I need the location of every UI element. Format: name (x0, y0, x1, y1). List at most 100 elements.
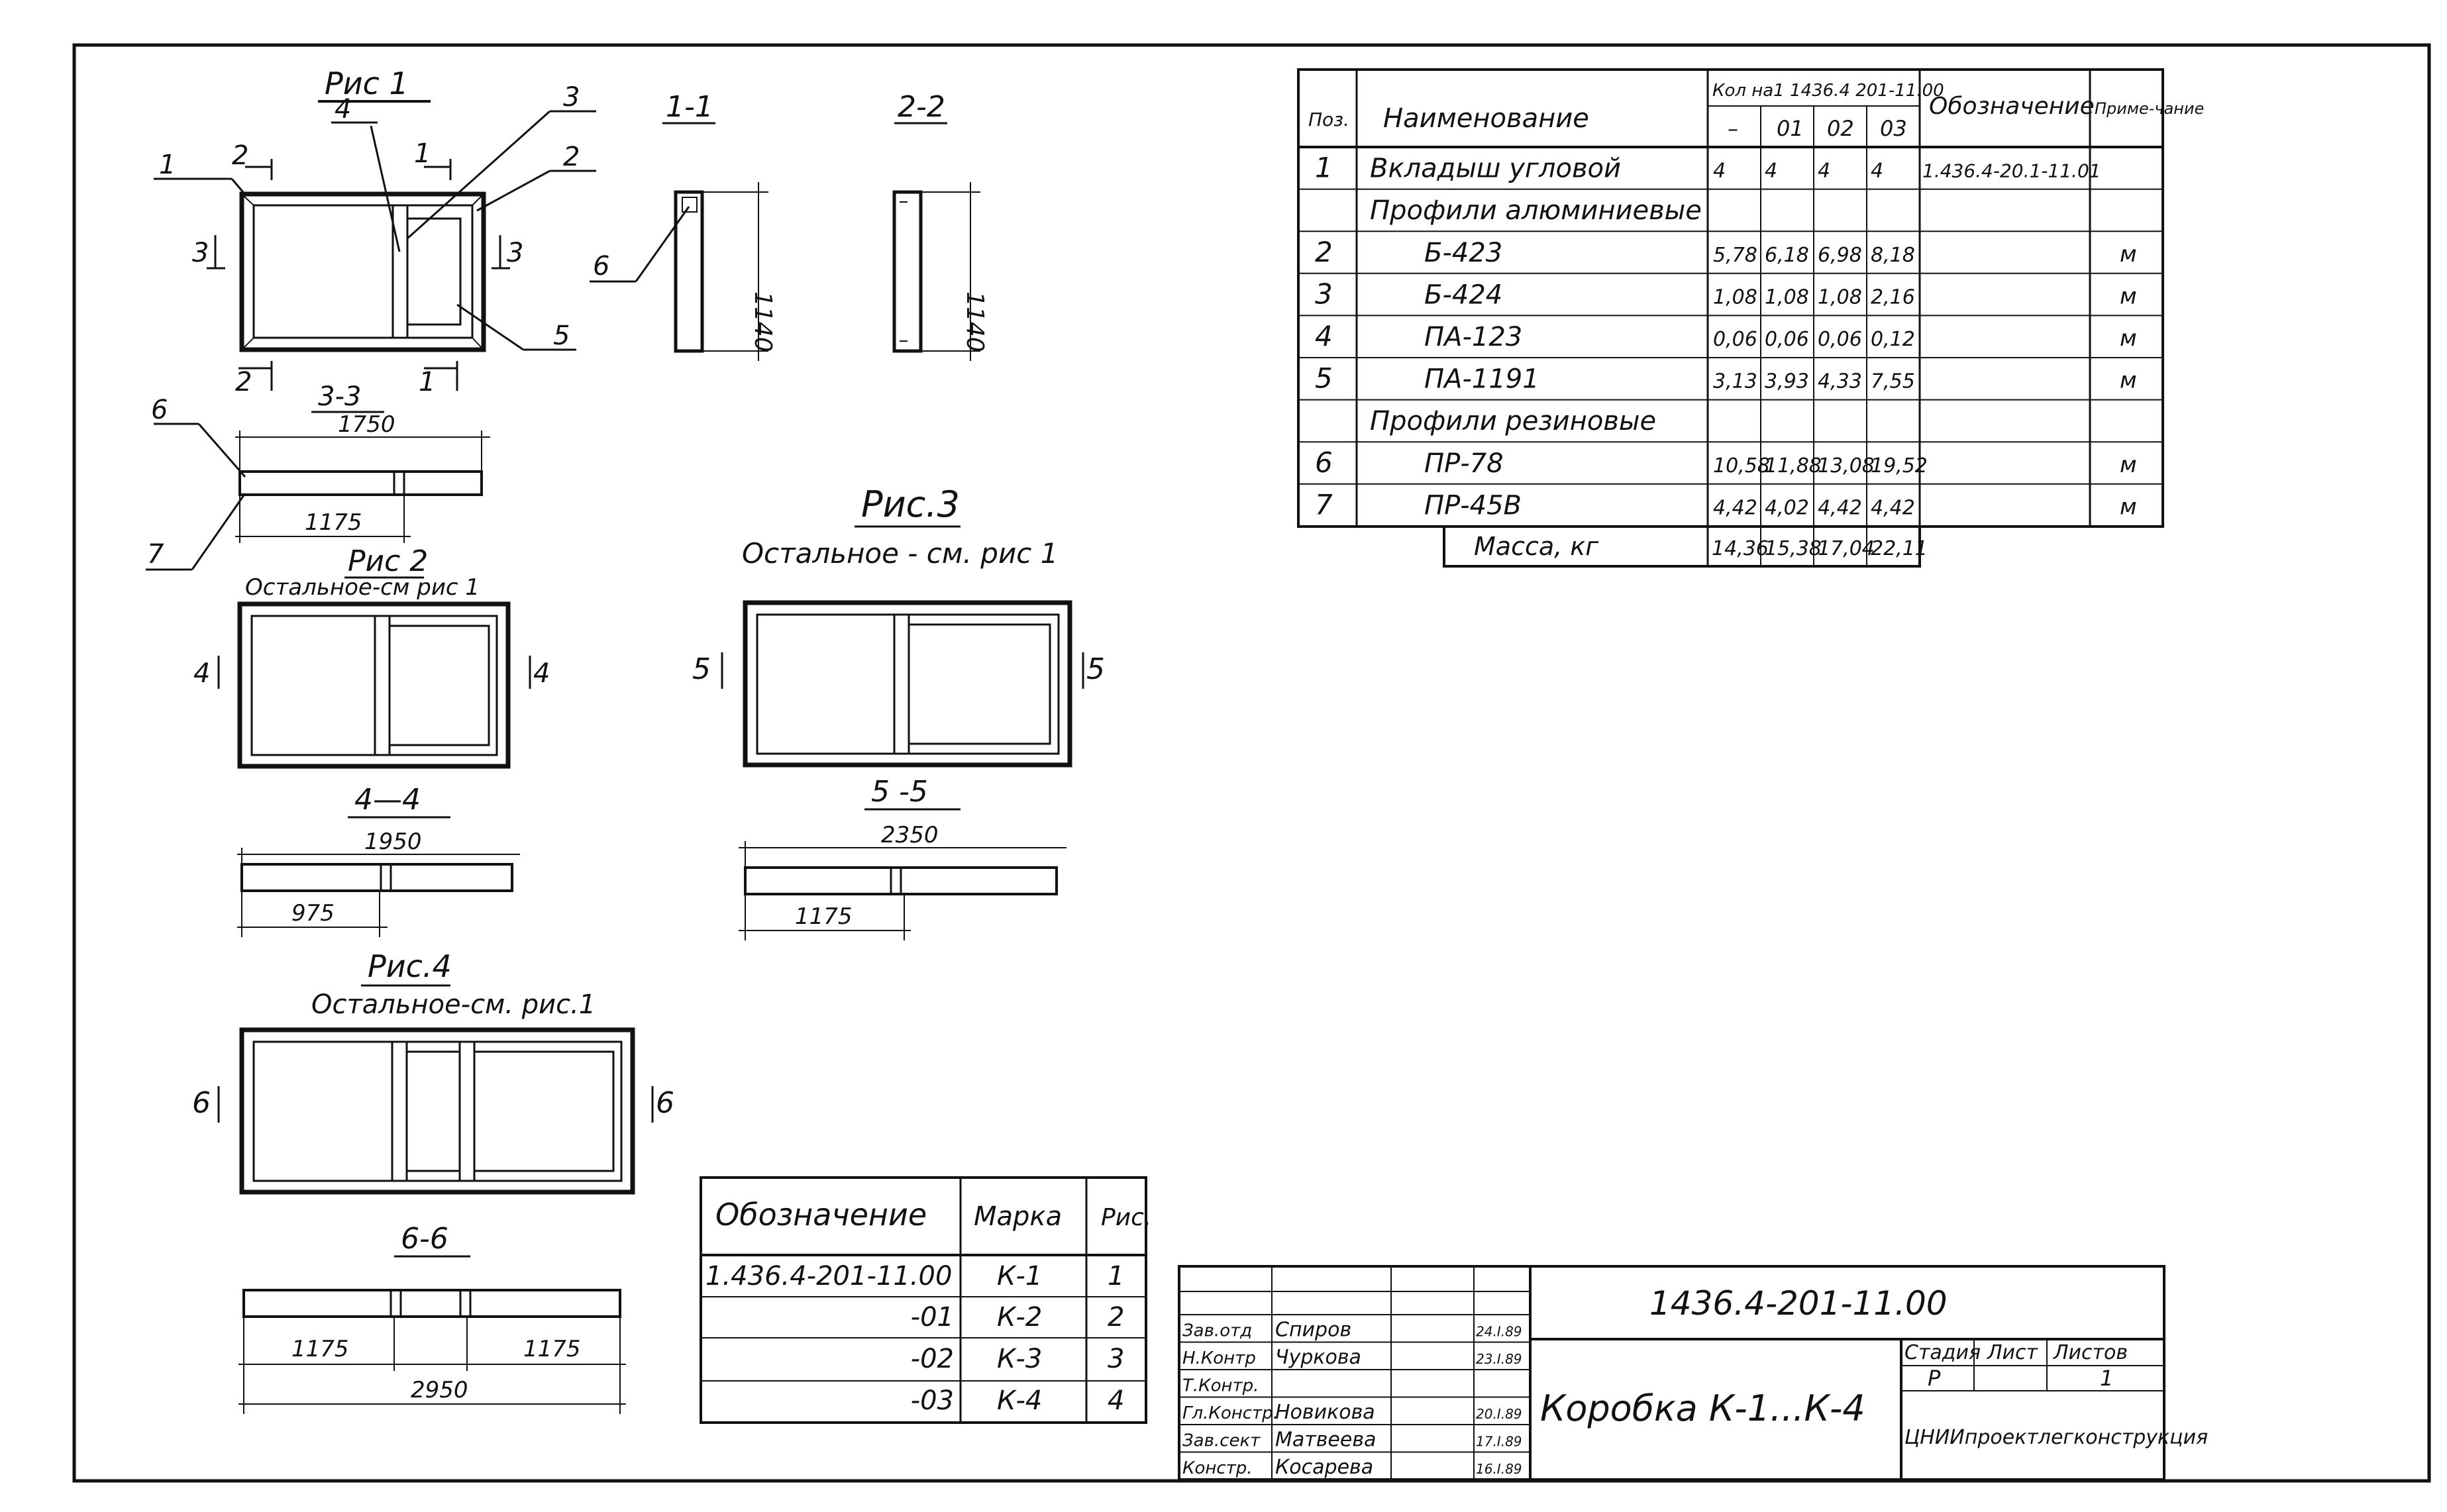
fig3-title: Рис.3 (861, 483, 960, 525)
sec11-dim: 1140 (749, 291, 776, 352)
signer-date: 23.I.89 (1476, 1351, 1522, 1367)
fig1-cut-2-bottom: 2 (235, 367, 252, 397)
signer-name: Спиров (1275, 1319, 1351, 1342)
variants-row-3-mark: К-4 (997, 1386, 1042, 1416)
fig1-cut-3-right: 3 (507, 238, 523, 268)
spec-qty: 2,16 (1871, 285, 1915, 309)
sec33-callout-6: 6 (151, 395, 168, 425)
signer-date: 20.I.89 (1476, 1406, 1522, 1422)
spec-designation: 1.436.4-20.1-11.01 (1922, 160, 2101, 182)
signer-date: 16.I.89 (1476, 1461, 1522, 1477)
fig1-drawing: Рис 1 1 4 3 2 5 2 1 3 3 2 1 (154, 66, 596, 397)
sec11-title: 1-1 (666, 90, 713, 124)
spec-name: ПР-78 (1424, 448, 1504, 479)
spec-mass-1: 15,38 (1765, 537, 1822, 560)
fig2-cut-right: 4 (533, 658, 550, 689)
fig1-callout-4: 4 (335, 94, 351, 125)
spec-header-qty: Кол на1 1436.4 201-11.00 (1712, 81, 1944, 101)
spec-name: ПА-123 (1424, 322, 1522, 352)
section-6-6: 6-6 1175 1175 2950 (238, 1222, 626, 1414)
signer-date: 17.I.89 (1476, 1434, 1522, 1450)
spec-pos: 3 (1315, 277, 1333, 310)
fig2-cut-left: 4 (193, 658, 210, 689)
spec-qty: 0,06 (1818, 328, 1862, 351)
signer-role: Т.Контр. (1182, 1376, 1259, 1396)
spec-mass-3: 22,11 (1871, 537, 1928, 560)
sec55-dim-total: 2350 (881, 822, 939, 848)
spec-qty: 10,58 (1713, 454, 1770, 478)
spec-header-pos: Поз. (1308, 109, 1349, 130)
spec-name: ПА-1191 (1424, 364, 1539, 395)
spec-qty: 0,12 (1871, 328, 1915, 351)
spec-qty: 3,93 (1765, 370, 1809, 393)
fig2-note: Остальное-см рис 1 (245, 574, 480, 601)
sec22-title: 2-2 (898, 90, 945, 124)
sec33-dim-total: 1750 (338, 411, 395, 438)
title-stage: Р (1928, 1366, 1941, 1391)
fig3-drawing: Рис.3 Остальное - см. рис 1 5 5 (692, 483, 1105, 768)
variants-header-fig: Рис. (1101, 1204, 1151, 1231)
variants-row-0-fig: 1 (1108, 1261, 1124, 1291)
spec-qty: 4 (1818, 160, 1830, 183)
variants-row-3-desig: -03 (911, 1386, 954, 1416)
variants-row-2-desig: -02 (911, 1344, 954, 1374)
sec33-callout-7: 7 (147, 539, 164, 570)
spec-header-qty-1: 01 (1777, 116, 1804, 141)
fig1-callout-5: 5 (553, 321, 570, 351)
spec-qty: 5,78 (1713, 244, 1757, 267)
variants-header-desig: Обозначение (715, 1197, 927, 1233)
spec-qty: 4,42 (1818, 496, 1862, 519)
title-code: 1436.4-201-11.00 (1649, 1284, 1948, 1323)
spec-mass-2: 17,04 (1818, 537, 1875, 560)
spec-qty: 0,06 (1765, 328, 1809, 351)
sec55-title: 5 -5 (871, 775, 928, 809)
fig3-cut-right: 5 (1086, 652, 1105, 686)
spec-note: м (2120, 452, 2137, 478)
sec44-dim-part: 975 (291, 900, 335, 927)
spec-qty: 7,55 (1871, 370, 1915, 393)
section-1-1: 1-1 1140 6 (590, 90, 776, 361)
signer-name: Матвеева (1275, 1429, 1376, 1452)
spec-qty: 19,52 (1871, 454, 1928, 478)
spec-pos: 5 (1315, 362, 1333, 395)
fig2-title: Рис 2 (348, 544, 428, 578)
spec-pos: 4 (1315, 320, 1333, 352)
spec-pos: 2 (1315, 236, 1333, 268)
spec-qty: 1,08 (1818, 285, 1862, 309)
variants-row-0-mark: К-1 (997, 1261, 1042, 1291)
title-name: Коробка К-1...К-4 (1540, 1387, 1865, 1429)
variants-row-1-mark: К-2 (997, 1302, 1042, 1333)
signer-date: 24.I.89 (1476, 1324, 1522, 1340)
title-sheet-label: Лист (1987, 1341, 2039, 1364)
fig1-callout-1: 1 (159, 150, 176, 180)
spec-name: Профили алюминиевые (1370, 195, 1702, 226)
spec-qty: 4,42 (1713, 496, 1757, 519)
title-org: ЦНИИпроектлегконструкция (1904, 1426, 2208, 1449)
signer-name: Новикова (1275, 1401, 1375, 1424)
spec-qty: 11,88 (1765, 454, 1822, 478)
spec-qty: 8,18 (1871, 244, 1915, 267)
spec-header-qty-0: – (1728, 116, 1738, 141)
sec44-title: 4—4 (354, 783, 421, 817)
spec-qty: 3,13 (1713, 370, 1757, 393)
spec-mass-0: 14,36 (1712, 537, 1769, 560)
fig3-note: Остальное - см. рис 1 (742, 537, 1058, 570)
fig1-callout-2: 2 (563, 142, 580, 172)
spec-qty: 4 (1765, 160, 1777, 183)
spec-qty: 4 (1871, 160, 1883, 183)
spec-qty: 4,02 (1765, 496, 1809, 519)
title-sheets-label: Листов (2053, 1341, 2128, 1364)
spec-qty: 1,08 (1765, 285, 1809, 309)
sec55-dim-part: 1175 (795, 903, 853, 930)
signer-row: Т.Контр. (1182, 1376, 1259, 1396)
fig3-cut-left: 5 (692, 652, 711, 686)
section-4-4: 4—4 1950 975 (237, 783, 520, 937)
